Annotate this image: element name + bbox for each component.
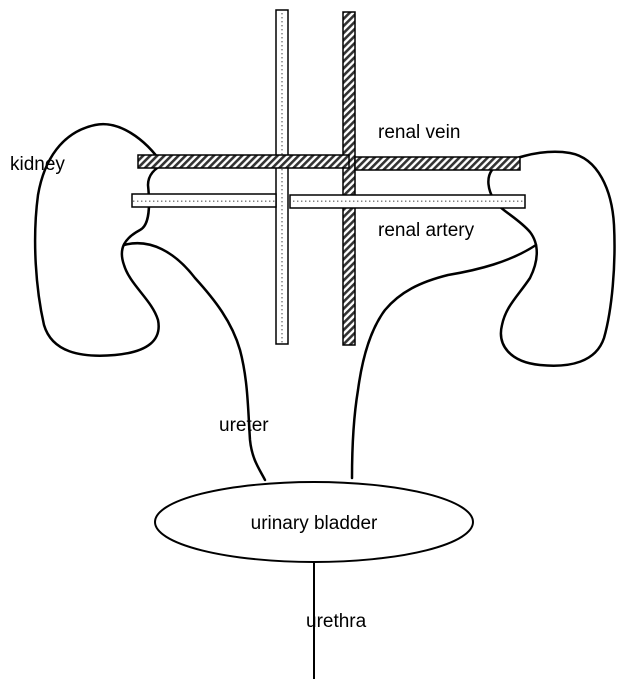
urinary-bladder-label: urinary bladder — [251, 513, 378, 534]
right-ureter — [352, 245, 536, 478]
kidney-label: kidney — [10, 154, 65, 175]
renal-vein-right-segment — [355, 157, 520, 170]
renal-artery-right-segment — [290, 195, 525, 208]
vertical-artery-vessel — [276, 10, 288, 344]
renal-artery-label: renal artery — [378, 220, 475, 241]
urethra-label: urethra — [306, 611, 367, 632]
vertical-vein-vessel — [343, 12, 355, 345]
renal-vein-left-segment — [138, 155, 349, 168]
ureter-label: ureter — [219, 415, 269, 436]
renal-vein-label: renal vein — [378, 122, 460, 143]
renal-artery-left-segment — [132, 194, 276, 207]
left-ureter — [124, 243, 265, 480]
